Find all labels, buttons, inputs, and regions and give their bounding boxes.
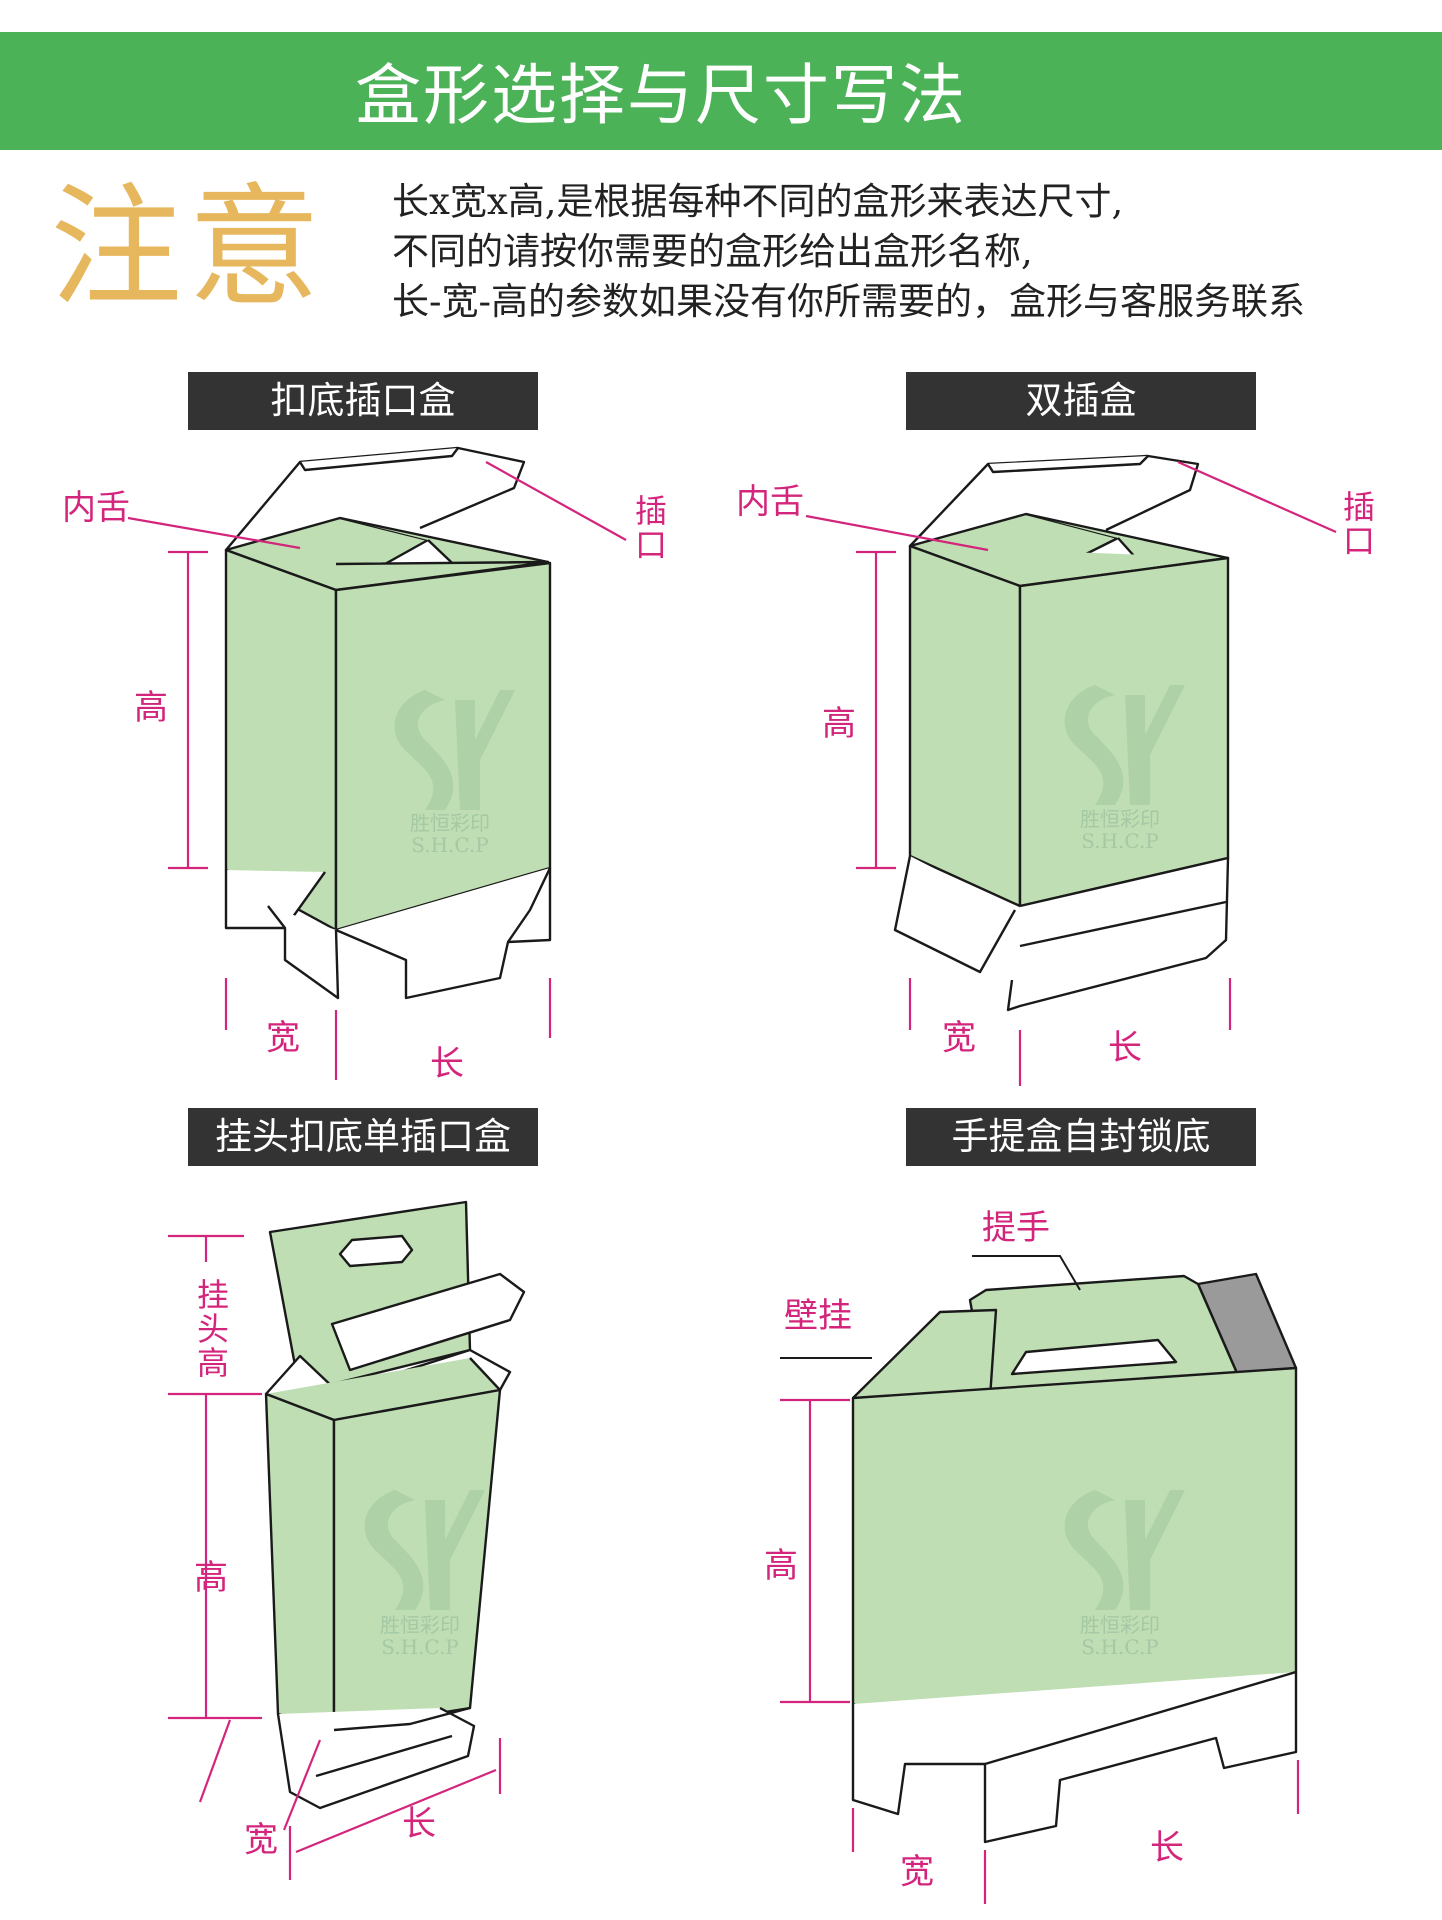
note-line-1: 长x宽x高,是根据每种不同的盒形来表达尺寸, <box>392 180 1124 223</box>
note-line-2: 不同的请按你需要的盒形给出盒形名称, <box>392 230 1033 273</box>
note-line-3: 长-宽-高的参数如果没有你所需要的，盒形与客服务联系 <box>392 280 1306 323</box>
box-2-length-label: 长 <box>1108 1028 1142 1068</box>
box-1-slot-label: 插口 <box>634 492 667 564</box>
dimension-lines <box>127 460 1337 1904</box>
box-name-tag-4: 手提盒自封锁底 <box>906 1108 1256 1166</box>
box-4-handle-label: 提手 <box>982 1208 1050 1248</box>
box-name-tag-2: 双插盒 <box>906 372 1256 430</box>
box-4-width-label: 宽 <box>900 1852 934 1892</box>
watermarks <box>364 685 1185 1610</box>
watermark-logo-3 <box>364 1490 485 1610</box>
note-heading: 注意 <box>50 171 326 325</box>
box-3-height-label: 高 <box>194 1558 228 1598</box>
title-banner: 盒形选择与尺寸写法 <box>0 32 1442 150</box>
page-title: 盒形选择与尺寸写法 <box>355 57 967 134</box>
box-3-hanger-tuck <box>264 1200 526 1810</box>
box-1-length-label: 长 <box>430 1044 464 1084</box>
box-name-tag-3: 挂头扣底单插口盒 <box>188 1108 538 1166</box>
box-3-hang-height-label: 挂头高 <box>196 1276 229 1382</box>
box-1-reverse-tuck-bottom <box>224 446 552 1000</box>
box-2-slot-label: 插口 <box>1342 488 1375 560</box>
box-2-straight-tuck <box>893 454 1230 1012</box>
box-name-tag-1: 扣底插口盒 <box>188 372 538 430</box>
box-3-length-label: 长 <box>402 1804 436 1844</box>
box-1-height-label: 高 <box>134 688 168 728</box>
watermark-logo-2 <box>1064 685 1185 805</box>
watermark-logo-1 <box>394 690 515 810</box>
box-2-width-label: 宽 <box>942 1018 976 1058</box>
box-4-wall-hang-label: 壁挂 <box>784 1296 852 1336</box>
box-1-width-label: 宽 <box>266 1018 300 1058</box>
box-4-height-label: 高 <box>764 1546 798 1586</box>
box-4-handle-lock-bottom <box>851 1272 1298 1844</box>
watermark-logo-4 <box>1064 1490 1185 1610</box>
box-2-height-label: 高 <box>822 704 856 744</box>
box-3-width-label: 宽 <box>244 1820 278 1860</box>
box-2-inner-tongue-label: 内舌 <box>736 482 804 522</box>
box-1-inner-tongue-label: 内舌 <box>62 488 130 528</box>
black-leaders <box>780 1255 1081 1359</box>
box-4-length-label: 长 <box>1150 1828 1184 1868</box>
